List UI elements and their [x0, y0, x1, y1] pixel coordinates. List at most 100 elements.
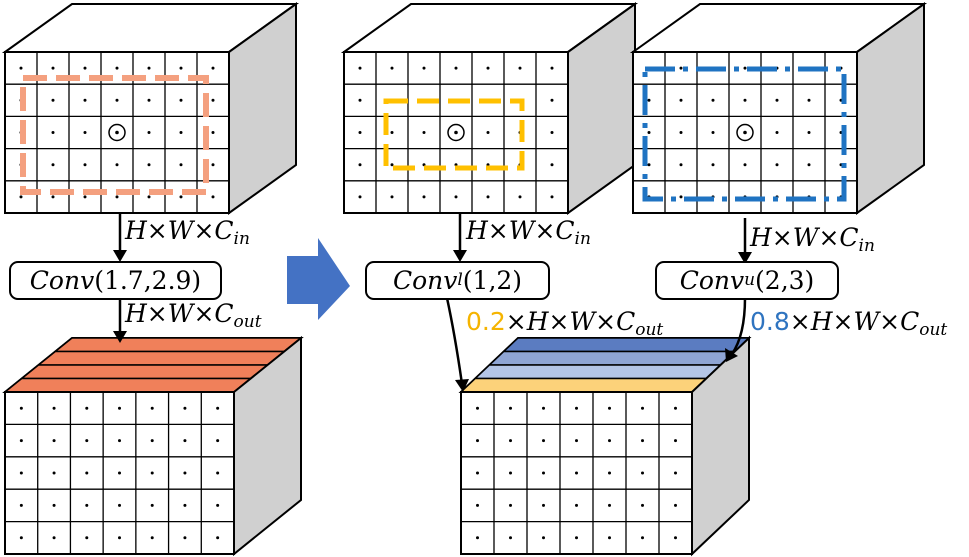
grid-dot	[641, 439, 644, 443]
center-dot	[743, 130, 747, 135]
grid-dot	[52, 406, 56, 410]
out-shape-label-upper: 0.8×H×W×Cout	[750, 307, 948, 340]
grid-dot	[775, 163, 779, 167]
grid-dot	[19, 66, 23, 70]
grid-dot	[390, 163, 394, 167]
grid-dot	[575, 471, 578, 475]
grid-dot	[211, 195, 215, 199]
grid-dot	[85, 503, 89, 507]
out-shape-label-lower: 0.2×H×W×Cout	[466, 307, 664, 340]
grid-dot	[550, 66, 554, 70]
grid-dot	[51, 195, 55, 199]
grid-dot	[647, 98, 651, 102]
grid-dot	[575, 503, 578, 507]
grid-dot	[51, 66, 55, 70]
grid-dot	[509, 503, 512, 507]
grid-dot	[674, 503, 677, 507]
grid-dot	[542, 536, 545, 540]
grid-dot	[183, 439, 187, 443]
top-face-stripe	[459, 377, 709, 393]
grid-dot	[674, 406, 677, 410]
flow-arrows	[118, 214, 747, 385]
top-face-stripe	[473, 364, 723, 380]
grid-dot	[19, 439, 23, 443]
grid-dot	[147, 98, 151, 102]
grid-dot	[85, 536, 89, 540]
top-face-stripe	[487, 350, 737, 366]
grid-dot	[509, 406, 512, 410]
grid-dot	[358, 131, 362, 134]
output-cube-combined	[458, 335, 752, 557]
grid-dot	[19, 406, 23, 410]
grid-dot	[85, 406, 89, 410]
grid-dot	[216, 439, 220, 443]
grid-dot	[679, 163, 683, 167]
grid-dot	[83, 131, 87, 134]
grid-dot	[550, 163, 554, 167]
grid-dot	[390, 66, 394, 70]
grid-dot	[422, 131, 426, 134]
grid-dot	[422, 163, 426, 167]
grid-dot	[647, 163, 651, 167]
grid-dot	[509, 439, 512, 443]
grid-dot	[150, 471, 154, 475]
center-marker	[447, 123, 465, 142]
grid-dot	[518, 195, 522, 199]
kernel-outline-yellow	[383, 98, 525, 171]
arrow-heads	[113, 250, 752, 392]
grid-dot	[115, 195, 119, 199]
grid-dot	[711, 163, 715, 167]
grid-dot	[550, 195, 554, 199]
grid-dot	[575, 406, 578, 410]
grid-dot	[743, 163, 747, 167]
grid-dot	[486, 66, 490, 70]
grid-dot	[83, 195, 87, 199]
grid-dot	[147, 66, 151, 70]
grid-dot	[216, 536, 220, 540]
grid-dot	[216, 406, 220, 410]
input-cube-lower	[340, 2, 639, 215]
grid-dot	[150, 439, 154, 443]
grid-dot	[679, 98, 683, 102]
grid-dot	[51, 98, 55, 102]
grid-dot	[542, 503, 545, 507]
grid-dot	[211, 131, 215, 134]
grid-dot	[150, 406, 154, 410]
grid-dot	[150, 503, 154, 507]
output-cube-left	[2, 335, 304, 557]
grid-dot	[550, 131, 554, 134]
in-shape-label-lower: H×W×Cin	[466, 216, 591, 249]
grid-dot	[211, 66, 215, 70]
grid-dot	[183, 406, 187, 410]
grid-dot	[216, 471, 220, 475]
transform-arrow	[287, 238, 350, 320]
top-face-stripe	[53, 337, 304, 353]
grid-dot	[743, 98, 747, 102]
grid-dot	[454, 163, 458, 167]
grid-dot	[83, 66, 87, 70]
grid-dot	[115, 66, 119, 70]
grid-dot	[358, 66, 362, 70]
grid-dot	[674, 536, 677, 540]
center-dot	[115, 130, 119, 135]
grid-dot	[52, 536, 56, 540]
grid-dot	[575, 439, 578, 443]
grid-dot	[358, 195, 362, 199]
kernel-outline-blue	[642, 66, 847, 202]
grid-dot	[550, 98, 554, 102]
grid-dot	[216, 503, 220, 507]
in-shape-label-upper: H×W×Cin	[750, 223, 875, 256]
grid-dot	[641, 536, 644, 540]
input-cube-left	[1, 2, 300, 215]
grid-dot	[476, 439, 479, 443]
grid-dot	[575, 536, 578, 540]
center-marker	[736, 123, 754, 142]
grid-dot	[179, 66, 183, 70]
grid-dot	[211, 163, 215, 167]
grid-dot	[608, 406, 611, 410]
grid-dot	[118, 406, 121, 410]
grid-dot	[52, 439, 56, 443]
grid-dot	[542, 439, 545, 443]
grid-dot	[83, 98, 87, 102]
center-dot	[454, 130, 458, 135]
